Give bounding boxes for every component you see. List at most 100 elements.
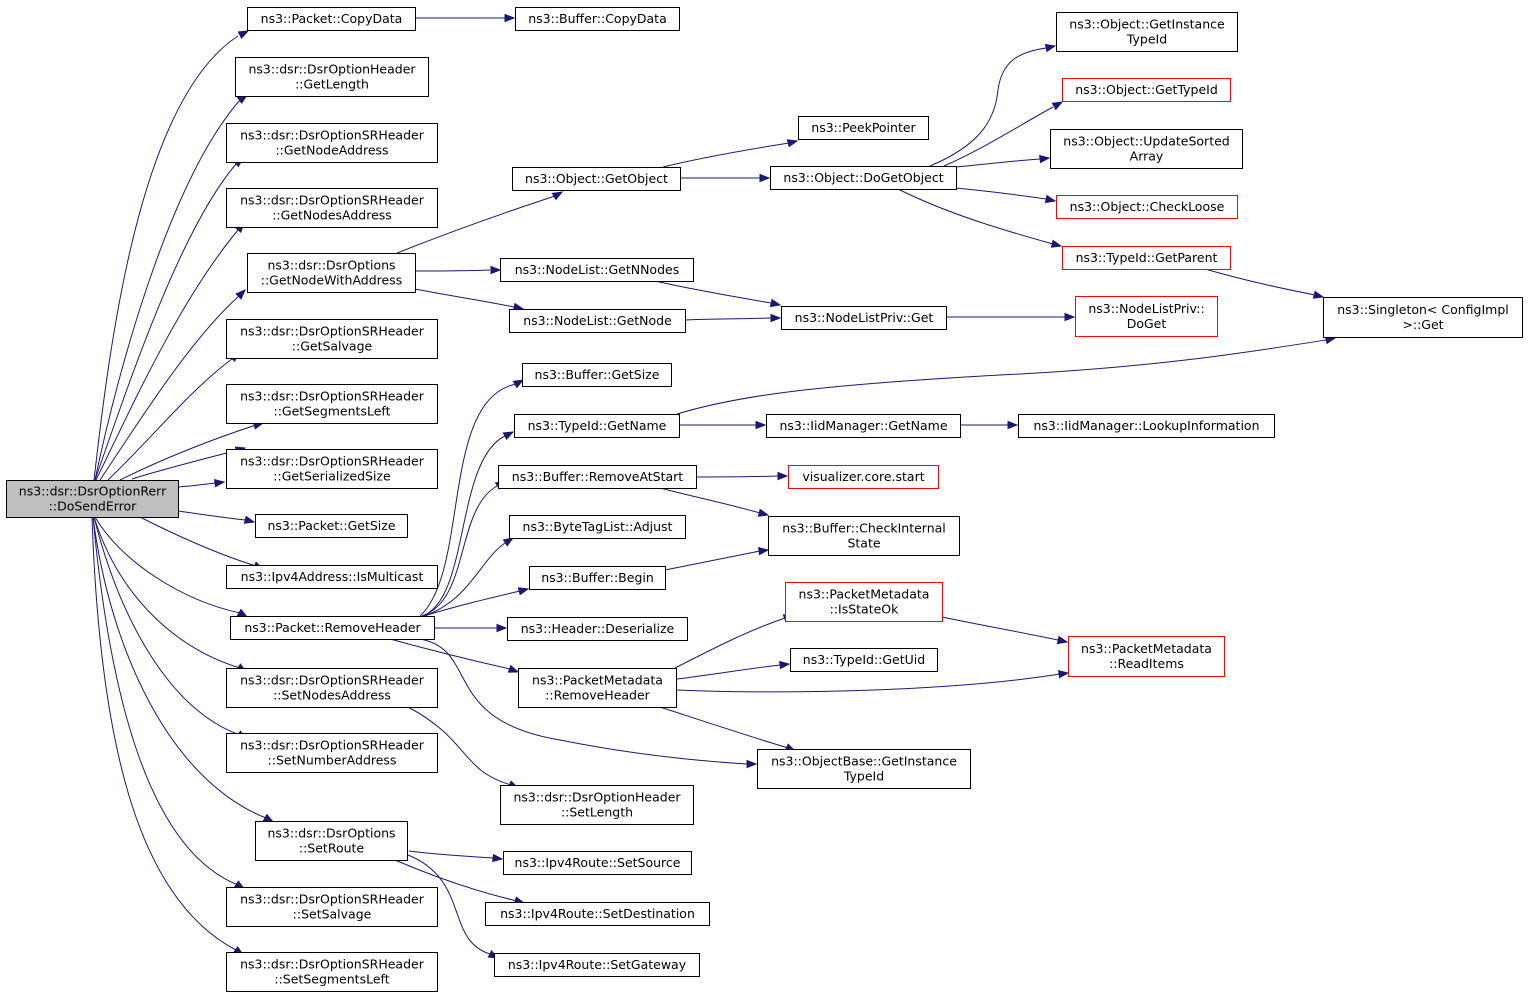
call-edge [659,487,770,517]
node-setnumberaddress[interactable]: ns3::dsr::DsrOptionSRHeader::SetNumberAd… [226,733,438,773]
node-pm-isstateok[interactable]: ns3::PacketMetadata::IsStateOk [785,582,943,622]
node-box [500,785,694,825]
arrowhead [757,508,770,517]
node-label: ::SetSegmentsLeft [274,972,389,987]
node-ipv4route-setdestination[interactable]: ns3::Ipv4Route::SetDestination [485,902,710,926]
call-edge [415,13,516,23]
node-typeid-getuid[interactable]: ns3::TypeId::GetUid [790,648,938,672]
node-box [247,7,416,31]
node-box [226,887,438,927]
node-pm-readitems[interactable]: ns3::PacketMetadata::ReadItems [1068,636,1225,677]
arrowhead [1039,154,1051,164]
arrowhead [496,623,508,633]
node-label: ns3::dsr::DsrOptionRerr [19,484,167,499]
node-getnodewithaddress[interactable]: ns3::dsr::DsrOptions::GetNodeWithAddress [247,253,416,293]
call-edge-line [897,188,1054,245]
node-visualizer-start[interactable]: visualizer.core.start [788,465,939,489]
node-label: ::SetNumberAddress [268,753,397,768]
node-typeid-getparent[interactable]: ns3::TypeId::GetParent [1062,246,1231,270]
node-pm-removeheader[interactable]: ns3::PacketMetadata::RemoveHeader [518,668,677,708]
arrowhead [262,813,275,823]
node-nodelist-getnnodes[interactable]: ns3::NodeList::GetNNodes [500,258,694,282]
call-edge-line [659,706,789,749]
node-label: >::Get [1402,317,1443,332]
arrowhead [779,660,791,670]
node-label: ns3::Buffer::GetSize [535,367,660,382]
call-edge [93,516,248,673]
arrowhead [1044,194,1057,204]
node-buffer-copydata[interactable]: ns3::Buffer::CopyData [515,7,680,31]
arrowhead [507,664,520,673]
call-edge-line [389,638,511,670]
node-bytetaglist-adjust[interactable]: ns3::ByteTagList::Adjust [509,515,686,539]
call-edge-line [414,288,515,308]
node-object-checkloose[interactable]: ns3::Object::CheckLoose [1056,195,1238,219]
node-buffer-getsize[interactable]: ns3::Buffer::GetSize [522,363,672,387]
node-hdr-getlength[interactable]: ns3::dsr::DsrOptionHeader::GetLength [235,57,429,97]
node-header-deserialize[interactable]: ns3::Header::Deserialize [507,617,688,641]
node-copydata[interactable]: ns3::Packet::CopyData [247,7,416,31]
node-label: ::SetNodesAddress [273,688,391,703]
node-label: ::GetSegmentsLeft [274,404,391,419]
call-edge-line [675,673,1061,693]
node-typeid-getname[interactable]: ns3::TypeId::GetName [514,414,680,438]
node-getnodeaddress[interactable]: ns3::dsr::DsrOptionSRHeader::GetNodeAddr… [226,123,438,163]
node-packet-getsize[interactable]: ns3::Packet::GetSize [255,514,408,538]
node-nodelistpriv-doget[interactable]: ns3::NodeListPriv::DoGet [1075,296,1218,337]
node-getnodesaddress[interactable]: ns3::dsr::DsrOptionSRHeader::GetNodesAdd… [226,188,438,228]
node-label: ns3::Packet::GetSize [267,518,395,533]
node-hdr-setlength[interactable]: ns3::dsr::DsrOptionHeader::SetLength [500,785,694,825]
node-label: ns3::IidManager::GetName [779,418,947,433]
node-getsalvage[interactable]: ns3::dsr::DsrOptionSRHeader::GetSalvage [226,319,438,359]
node-iidmanager-getname[interactable]: ns3::IidManager::GetName [766,414,961,438]
node-box [494,953,700,977]
arrowhead [759,173,771,183]
node-ipv4route-setsource[interactable]: ns3::Ipv4Route::SetSource [503,851,692,875]
node-singleton-get[interactable]: ns3::Singleton< ConfigImpl >::Get [1323,297,1523,338]
node-label: ::ReadItems [1109,656,1184,671]
node-ipv4route-setgateway[interactable]: ns3::Ipv4Route::SetGateway [494,953,700,977]
node-label: TypeId [1126,32,1167,47]
node-object-dogetobject[interactable]: ns3::Object::DoGetObject [770,166,957,190]
call-edge-line [92,516,239,886]
node-iidmanager-lookupinformation[interactable]: ns3::IidManager::LookupInformation [1018,414,1275,438]
node-setsalvage[interactable]: ns3::dsr::DsrOptionSRHeader::SetSalvage [226,887,438,927]
node-box [515,7,680,31]
node-setroute[interactable]: ns3::dsr::DsrOptions::SetRoute [255,821,408,861]
node-getsegmentsleft[interactable]: ns3::dsr::DsrOptionSRHeader::GetSegments… [226,384,438,424]
call-nodes: ns3::dsr::DsrOptionRerr::DoSendErrorns3:… [6,7,1523,992]
call-edge-line [93,516,241,736]
node-setnodesaddress[interactable]: ns3::dsr::DsrOptionSRHeader::SetNodesAdd… [226,668,438,708]
node-box [509,309,686,333]
call-edge-line [929,47,1047,167]
node-setsegmentsleft[interactable]: ns3::dsr::DsrOptionSRHeader::SetSegments… [226,952,438,992]
node-buffer-begin[interactable]: ns3::Buffer::Begin [529,566,666,590]
node-label: ns3::Ipv4Route::SetDestination [500,906,695,921]
node-packet-removeheader[interactable]: ns3::Packet::RemoveHeader [230,616,435,640]
node-object-getobject[interactable]: ns3::Object::GetObject [512,167,681,191]
node-box [226,733,438,773]
call-edge-line [1204,268,1316,296]
arrowhead [214,478,226,488]
node-label: ns3::Header::Deserialize [521,621,675,636]
node-ismulticast[interactable]: ns3::Ipv4Address::IsMulticast [226,565,438,589]
call-edge [664,546,770,571]
node-peekpointer[interactable]: ns3::PeekPointer [798,116,929,140]
node-box [757,749,971,789]
node-box [226,188,438,228]
call-edge [1204,268,1325,299]
node-nodelistpriv-get[interactable]: ns3::NodeListPriv::Get [781,306,947,330]
call-edge [684,313,782,323]
node-label: ns3::dsr::DsrOptionSRHeader [240,389,425,404]
node-getserializedsize[interactable]: ns3::dsr::DsrOptionSRHeader::GetSerializ… [226,449,438,489]
arrowhead [786,139,799,148]
node-buffer-removeatstart[interactable]: ns3::Buffer::RemoveAtStart [498,465,697,489]
node-label: ns3::PacketMetadata [799,587,930,602]
node-object-gettypeid[interactable]: ns3::Object::GetTypeId [1062,78,1231,102]
arrowhead [1312,290,1325,299]
node-nodelist-getnode[interactable]: ns3::NodeList::GetNode [509,309,686,333]
